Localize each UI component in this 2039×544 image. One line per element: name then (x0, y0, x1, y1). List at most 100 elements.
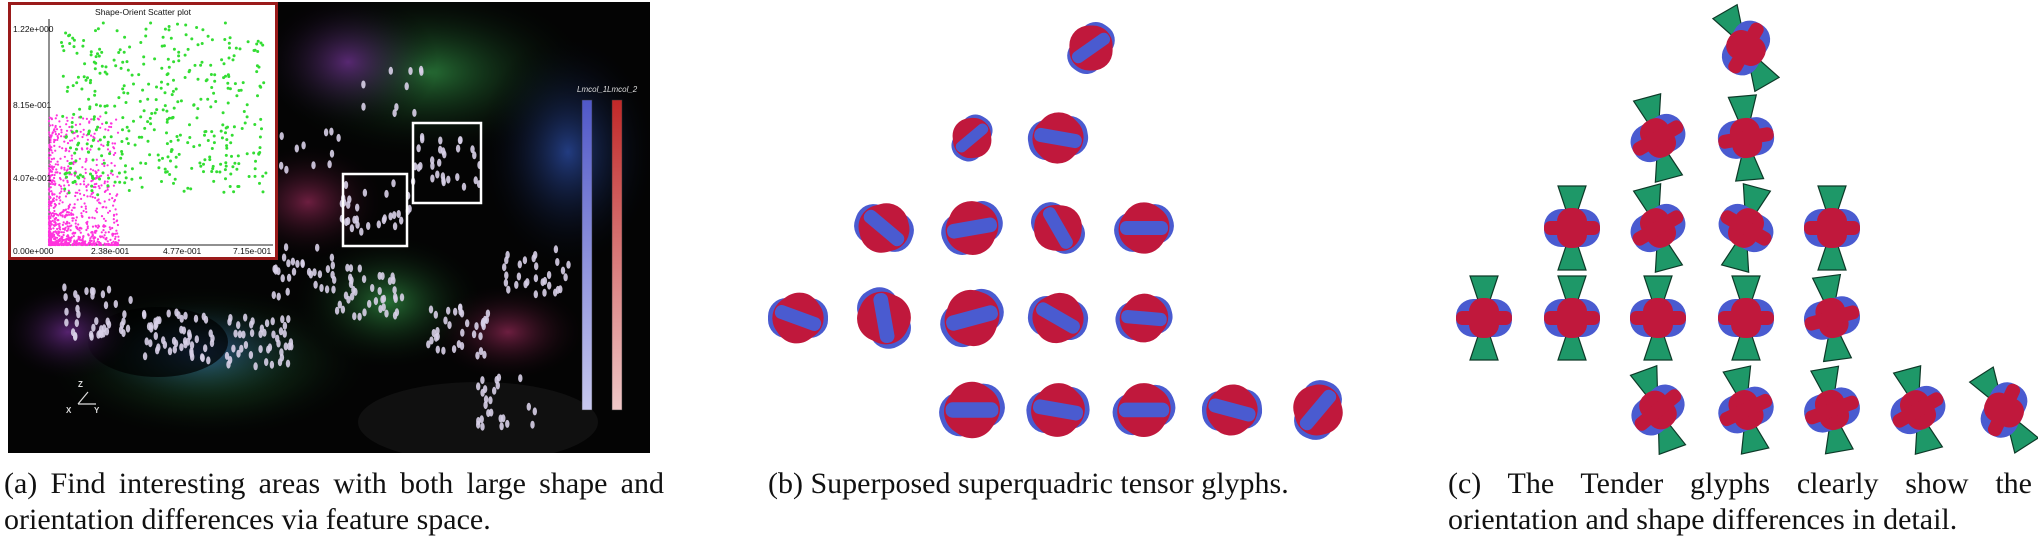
scatter-point (114, 208, 117, 211)
scatter-point (92, 242, 95, 245)
scatter-point (84, 168, 87, 171)
scatter-point (48, 151, 51, 154)
scatter-point (94, 229, 97, 233)
scatter-point (76, 243, 79, 246)
glyph-mark (503, 278, 509, 287)
scatter-point (153, 111, 157, 115)
scatter-point (65, 129, 69, 132)
scatter-point (70, 173, 73, 176)
glyph-mark (446, 175, 451, 184)
scatter-point (65, 238, 68, 241)
scatter-point (188, 123, 191, 127)
scatter-point (112, 153, 115, 156)
scatter-point (245, 152, 249, 156)
scatter-point (52, 183, 55, 186)
scatter-point (238, 47, 242, 51)
scatter-point (66, 211, 69, 214)
scatter-point (48, 167, 51, 170)
figure-panel-b (740, 0, 1360, 455)
glyph-mark (329, 127, 334, 136)
scatter-point (64, 215, 67, 218)
scatter-point (165, 170, 169, 174)
scatter-point (126, 68, 130, 72)
scatter-point (232, 125, 236, 129)
scatter-point (264, 171, 268, 175)
axis-label-z: Z (78, 380, 83, 389)
glyph-shape (1630, 311, 1686, 325)
scatter-point (71, 116, 74, 119)
scatter-point (167, 65, 171, 69)
scatter-point (58, 240, 61, 243)
superquadric-glyphs (768, 21, 1343, 440)
scatter-point (108, 198, 111, 201)
x-tick-label: 0.00e+000 (13, 246, 54, 256)
scatter-point (70, 130, 74, 134)
glyph-mark (394, 103, 399, 112)
scatter-point (103, 180, 106, 183)
scatter-point (111, 226, 114, 230)
scatter-point (52, 243, 55, 246)
scatter-point (49, 240, 52, 243)
glyph-mark (399, 293, 405, 302)
scatter-point (126, 91, 130, 95)
scatter-point (107, 176, 111, 180)
scatter-point (73, 151, 77, 155)
scatter-point (206, 97, 210, 101)
scatter-point (56, 227, 59, 231)
glyph-mark (440, 172, 446, 181)
glyph-shape (873, 292, 895, 344)
scatter-point (108, 125, 111, 128)
scatter-point (94, 61, 98, 65)
scatter-point (199, 63, 203, 67)
scatter-point (58, 192, 61, 195)
scatter-point (210, 86, 214, 89)
glyph-mark (438, 136, 443, 145)
scatter-point (93, 89, 97, 93)
scatter-point (95, 182, 98, 185)
scatter-point (48, 124, 52, 127)
glyph-mark (336, 133, 341, 142)
scatter-point (47, 120, 51, 123)
scatter-point (96, 117, 99, 120)
scatter-point (211, 167, 215, 171)
scatter-point (89, 195, 92, 198)
scatter-point (65, 123, 68, 126)
scatter-point (90, 193, 93, 196)
scatter-point (61, 240, 64, 243)
scatter-point (75, 129, 79, 133)
scatter-point (235, 94, 239, 98)
scatter-point (108, 226, 111, 229)
glyph-mark (166, 309, 171, 318)
scatter-point (121, 60, 125, 64)
glyph-mark (540, 278, 545, 287)
scatter-point (125, 125, 129, 129)
scatter-point (106, 184, 110, 188)
glyph-mark (227, 317, 232, 326)
scatter-point (48, 207, 51, 210)
scatter-point (61, 211, 64, 214)
scatter-point (117, 239, 120, 242)
scatter-point (96, 125, 100, 129)
tender-glyph (1544, 185, 1600, 271)
scatter-point (226, 81, 230, 85)
scatter-point (223, 38, 227, 41)
glyph-mark (499, 422, 504, 431)
scatter-point (239, 88, 243, 92)
scatter-point (210, 170, 214, 173)
scatter-point (114, 241, 117, 244)
scatter-point (60, 235, 63, 238)
scatter-point (56, 243, 59, 246)
scatter-point (167, 25, 171, 28)
tender-glyph (1804, 185, 1860, 271)
superquadric-glyph (768, 292, 828, 344)
scatter-point (254, 159, 257, 163)
glyph-mark (420, 135, 425, 144)
glyph-mark (362, 188, 368, 197)
scatter-point (61, 201, 64, 204)
glyph-mark (162, 340, 168, 349)
superquadric-glyph (1293, 380, 1343, 440)
scatter-point (212, 141, 216, 145)
scatter-point (71, 219, 74, 222)
scatter-point (256, 39, 260, 43)
glyph-mark (155, 346, 160, 355)
